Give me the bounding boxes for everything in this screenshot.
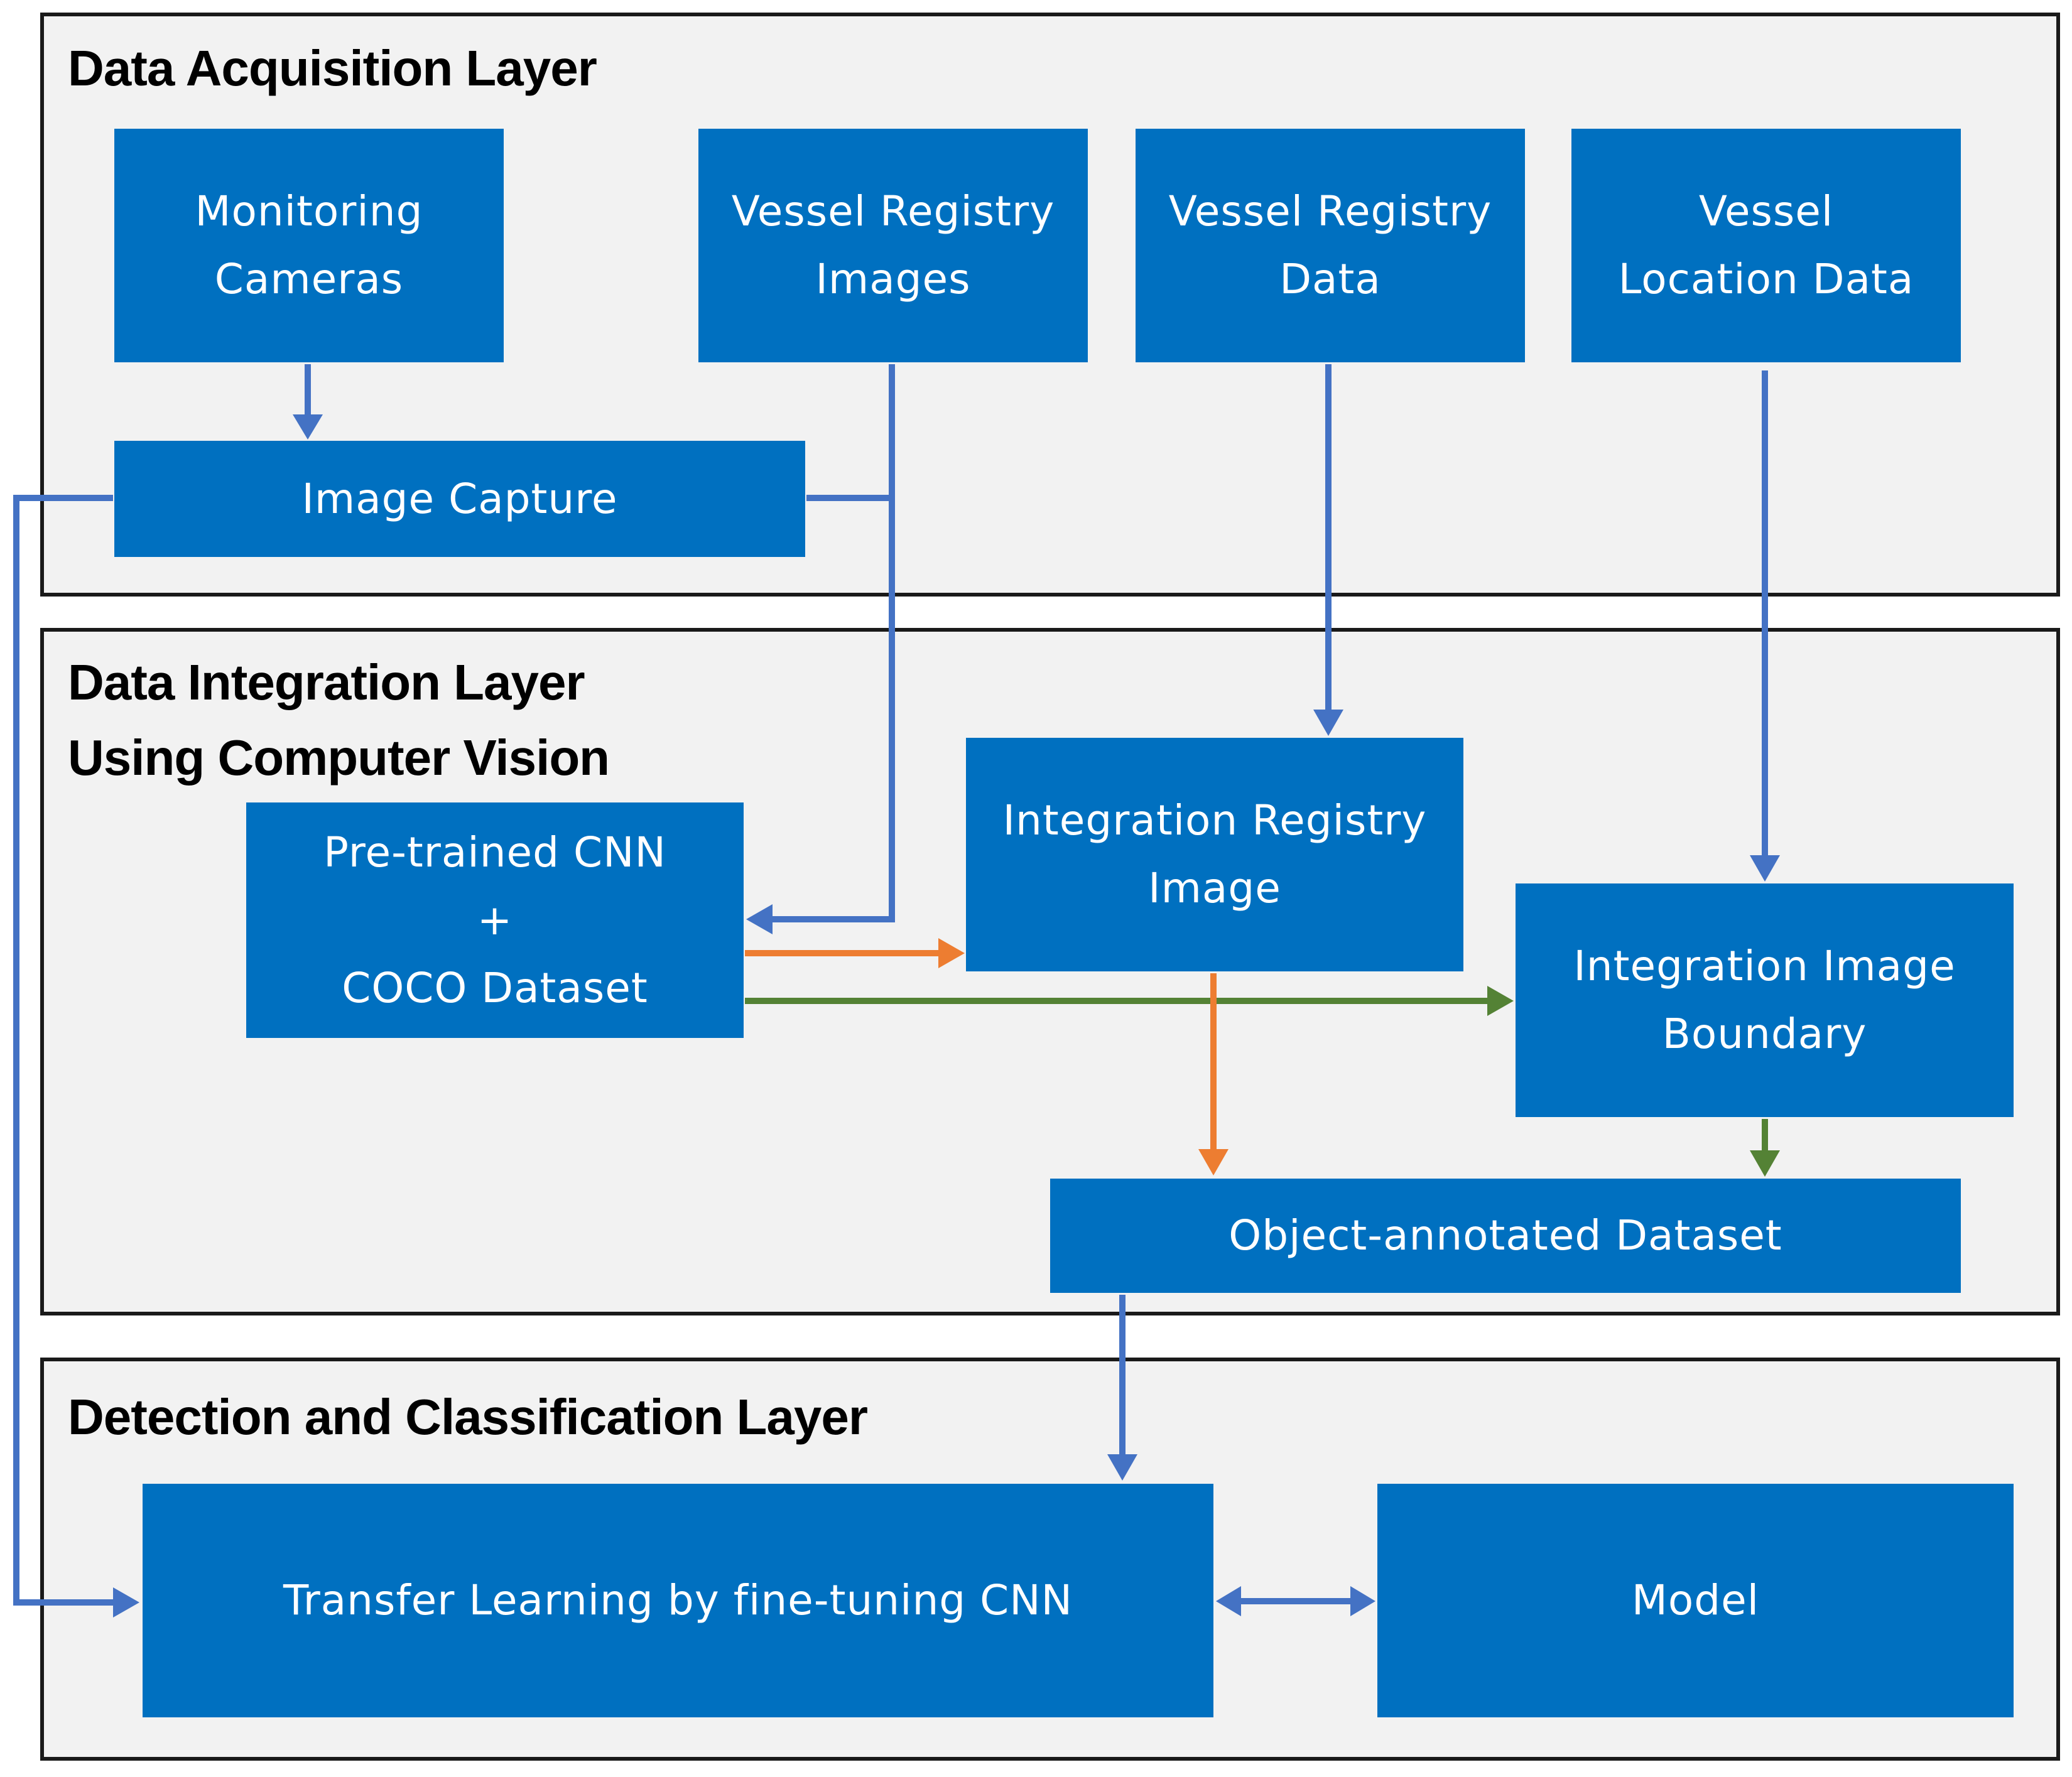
model-label: Model — [1631, 1576, 1760, 1624]
vessel-registry-data-box: Vessel Registry Data — [1136, 129, 1525, 362]
pretrained-cnn-label-line-1: Pre-trained CNN — [323, 828, 666, 877]
image-capture-label: Image Capture — [301, 474, 618, 523]
vessel-location-data-label-line-1: Vessel — [1698, 187, 1834, 235]
layer-title-integration-line-1: Data Integration Layer — [68, 654, 585, 710]
layer-title-acquisition: Data Acquisition Layer — [68, 40, 597, 96]
vessel-location-data-label-line-2: Location Data — [1618, 255, 1914, 303]
layer-title-detection: Detection and Classification Layer — [68, 1389, 868, 1445]
integration-image-boundary-label-line-2: Boundary — [1662, 1010, 1867, 1058]
integration-registry-image-box: Integration Registry Image — [966, 738, 1463, 971]
transfer-learning-box: Transfer Learning by fine-tuning CNN — [143, 1484, 1213, 1717]
vessel-registry-images-box: Vessel Registry Images — [698, 129, 1088, 362]
pretrained-cnn-label-line-3: COCO Dataset — [342, 963, 648, 1012]
object-annotated-dataset-label: Object-annotated Dataset — [1229, 1211, 1782, 1260]
pretrained-cnn-box: Pre-trained CNN + COCO Dataset — [246, 802, 744, 1038]
pretrained-cnn-label-line-2: + — [477, 895, 513, 944]
monitoring-cameras-label-line-2: Cameras — [214, 255, 404, 303]
integration-registry-image-label-line-2: Image — [1148, 864, 1281, 912]
integration-image-boundary-label-line-1: Integration Image — [1573, 942, 1956, 990]
layer-title-integration-line-2: Using Computer Vision — [68, 730, 610, 786]
vessel-registry-images-label-line-2: Images — [815, 255, 971, 303]
vessel-registry-data-label-line-2: Data — [1279, 255, 1381, 303]
monitoring-cameras-box: Monitoring Cameras — [114, 129, 504, 362]
vessel-registry-images-label-line-1: Vessel Registry — [731, 187, 1055, 235]
model-box: Model — [1377, 1484, 2014, 1717]
integration-image-boundary-box: Integration Image Boundary — [1516, 883, 2014, 1117]
vessel-location-data-box: Vessel Location Data — [1571, 129, 1961, 362]
vessel-registry-data-label-line-1: Vessel Registry — [1168, 187, 1492, 235]
transfer-learning-label: Transfer Learning by fine-tuning CNN — [283, 1576, 1073, 1624]
object-annotated-dataset-box: Object-annotated Dataset — [1050, 1179, 1961, 1293]
monitoring-cameras-label-line-1: Monitoring — [195, 187, 423, 235]
integration-registry-image-label-line-1: Integration Registry — [1002, 796, 1427, 845]
image-capture-box: Image Capture — [114, 441, 805, 557]
